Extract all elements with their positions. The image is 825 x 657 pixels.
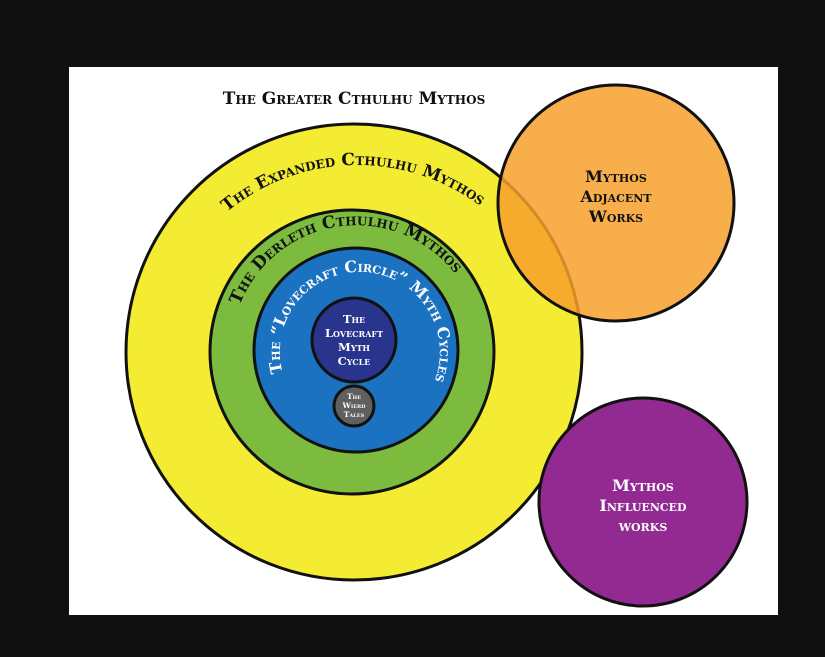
mythos-influenced-label: Mythos Influenced works [599,476,687,535]
weird-tales-label: The Wierd Tales [341,392,366,419]
influenced-line-3: works [618,516,668,535]
mythos-adjacent-label: Mythos Adjacent Works [579,167,652,226]
influenced-line-2: Influenced [599,496,687,515]
weird-tales-line-1: The [347,392,361,401]
weird-tales-line-3: Tales [344,410,365,419]
weird-tales-line-2: Wierd [341,401,366,410]
mythos-influenced-circle [537,396,749,608]
influenced-line-1: Mythos [612,476,674,495]
weird-tales-circle [332,384,376,428]
lovecraft-myth-cycle-label: The Lovecraft Myth Cycle [325,312,383,368]
adjacent-line-1: Mythos [585,167,647,186]
core-line-4: Cycle [338,354,371,368]
mythos-adjacent-circle [496,83,736,323]
diagram-title: The Greater Cthulhu Mythos [223,89,486,109]
adjacent-line-2: Adjacent [579,187,652,206]
core-line-1: The [343,312,365,326]
core-line-3: Myth [338,340,370,354]
lovecraft-myth-cycle-circle [310,296,398,384]
core-line-2: Lovecraft [325,326,383,340]
adjacent-line-3: Works [588,207,643,226]
